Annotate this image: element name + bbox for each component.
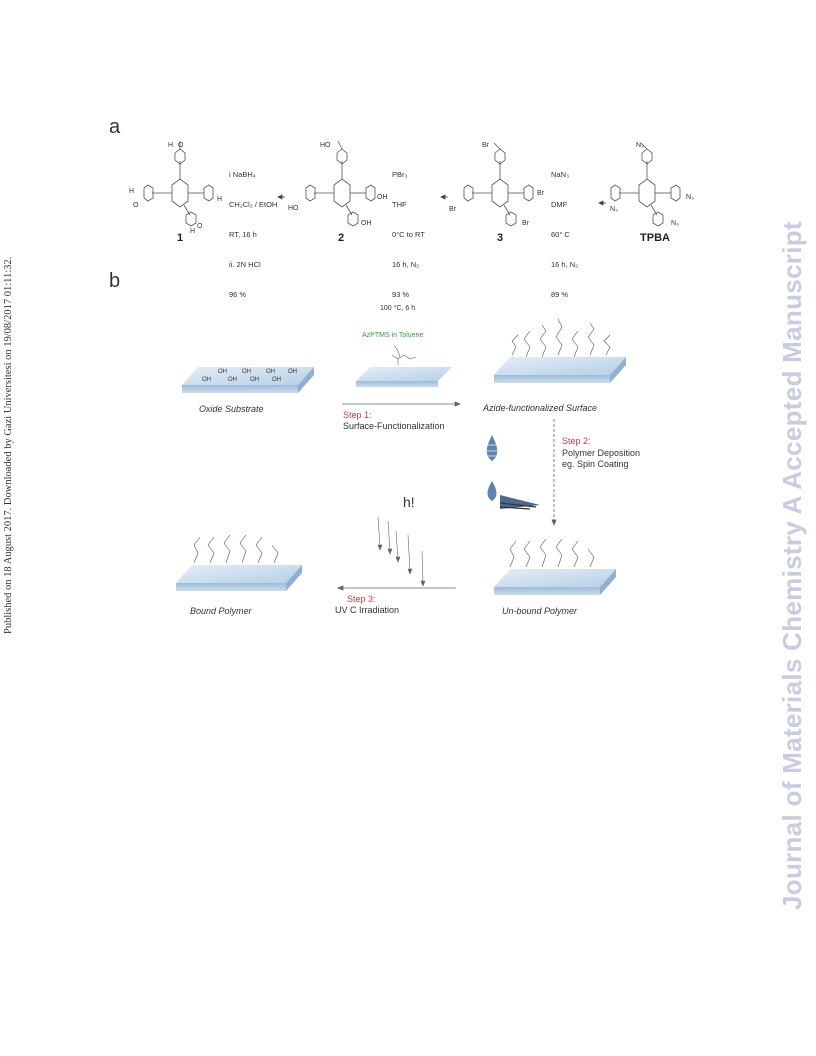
oh-2: OH bbox=[242, 369, 251, 375]
panel-b-label: b bbox=[109, 270, 121, 292]
oh-6: OH bbox=[228, 377, 237, 383]
step3-description: UV C Irradiation bbox=[335, 605, 400, 615]
oh-1: OH bbox=[218, 369, 227, 375]
compound-2-label: 2 bbox=[337, 232, 345, 244]
oh-5: OH bbox=[202, 377, 211, 383]
panel-a-label: a bbox=[109, 116, 121, 138]
hv-label: h! bbox=[403, 494, 415, 510]
br-top-label: Br bbox=[482, 142, 490, 149]
cho-h-right-label: H bbox=[217, 196, 222, 203]
oh-left-label: HO bbox=[288, 205, 299, 212]
oh-3: OH bbox=[266, 369, 275, 375]
oh-7: OH bbox=[250, 377, 259, 383]
unbound-polymer-slab bbox=[494, 569, 616, 595]
surface-process-diagram: OH OH OH OH OH OH OH OH bbox=[176, 318, 626, 595]
step2-description: Polymer Deposition bbox=[562, 448, 641, 458]
oh-8: OH bbox=[272, 377, 281, 383]
br-right-label: Br bbox=[537, 190, 545, 197]
polymer-drop-icon bbox=[485, 435, 499, 461]
reagent-slab bbox=[356, 367, 452, 387]
unbound-polymer-chains bbox=[509, 538, 595, 568]
step2-title: Step 2: bbox=[562, 436, 591, 446]
oxide-substrate-caption: Oxide Substrate bbox=[199, 404, 264, 414]
oh-top-label: HO bbox=[320, 142, 331, 149]
silane-molecule bbox=[391, 344, 417, 365]
n3-left-label: N₃ bbox=[610, 206, 618, 213]
compound-1-label: 1 bbox=[176, 232, 184, 244]
download-notice: Published on 18 August 2017. Downloaded … bbox=[3, 256, 14, 634]
conditions-step-3: NaN₃ DMF 60° C 16 h, N₂ 89 % bbox=[551, 170, 579, 299]
uv-rays bbox=[377, 516, 426, 587]
step2-example: eg. Spin Coating bbox=[562, 459, 629, 469]
cho-o-left-label: O bbox=[133, 202, 139, 209]
cho-o-label: O bbox=[178, 142, 184, 149]
n3-top-label: N₃ bbox=[636, 142, 644, 149]
compound-3-label: 3 bbox=[496, 232, 504, 244]
compound-tpba-label: TPBA bbox=[640, 232, 670, 244]
n3-bottom-label: N₃ bbox=[671, 220, 679, 227]
n3-right-label: N₃ bbox=[686, 194, 694, 201]
step2-arrow bbox=[551, 419, 557, 527]
journal-watermark: Journal of Materials Chemistry A Accepte… bbox=[777, 221, 807, 910]
step1-title: Step 1: bbox=[343, 410, 372, 420]
azide-surface-slab bbox=[494, 357, 626, 383]
azide-surface-caption: Azide-functionalized Surface bbox=[483, 403, 598, 413]
oxide-substrate-slab bbox=[182, 367, 314, 393]
bound-polymer-chains bbox=[193, 534, 279, 564]
step3-arrow bbox=[336, 585, 456, 591]
conditions-step-2: PBr₃ THF 0°C to RT 16 h, N₂ 93 % bbox=[392, 170, 425, 299]
reagent-label: AzPTMS in Toluene bbox=[362, 332, 424, 339]
br-bottom-label: Br bbox=[522, 220, 530, 227]
oh-bottom-label: OH bbox=[361, 220, 372, 227]
cho-o-bottom-label: O bbox=[197, 223, 203, 230]
bound-polymer-slab bbox=[176, 565, 302, 591]
cho-h-left-label: H bbox=[129, 188, 134, 195]
oh-right-label: OH bbox=[377, 194, 388, 201]
cho-h-bottom-label: H bbox=[190, 228, 195, 235]
cho-h-label: H bbox=[168, 142, 173, 149]
spin-coater-icon bbox=[487, 481, 540, 510]
conditions-step-1: i NaBH₄ CH₂Cl₂ / EtOH RT, 16 h ii. 2N HC… bbox=[229, 170, 278, 299]
reaction-conditions: 100 °C, 6 h bbox=[380, 305, 416, 312]
oh-4: OH bbox=[288, 369, 297, 375]
step1-arrow bbox=[342, 401, 462, 407]
step1-description: Surface-Functionalization bbox=[343, 421, 445, 431]
step3-title: Step 3: bbox=[347, 594, 376, 604]
azide-chains bbox=[511, 318, 611, 358]
unbound-polymer-caption: Un-bound Polymer bbox=[502, 606, 578, 616]
synthesis-scheme: H O H O H O H HO HO OH OH Br Br Br Br N₃… bbox=[129, 140, 694, 235]
br-left-label: Br bbox=[449, 206, 457, 213]
bound-polymer-caption: Bound Polymer bbox=[190, 606, 252, 616]
